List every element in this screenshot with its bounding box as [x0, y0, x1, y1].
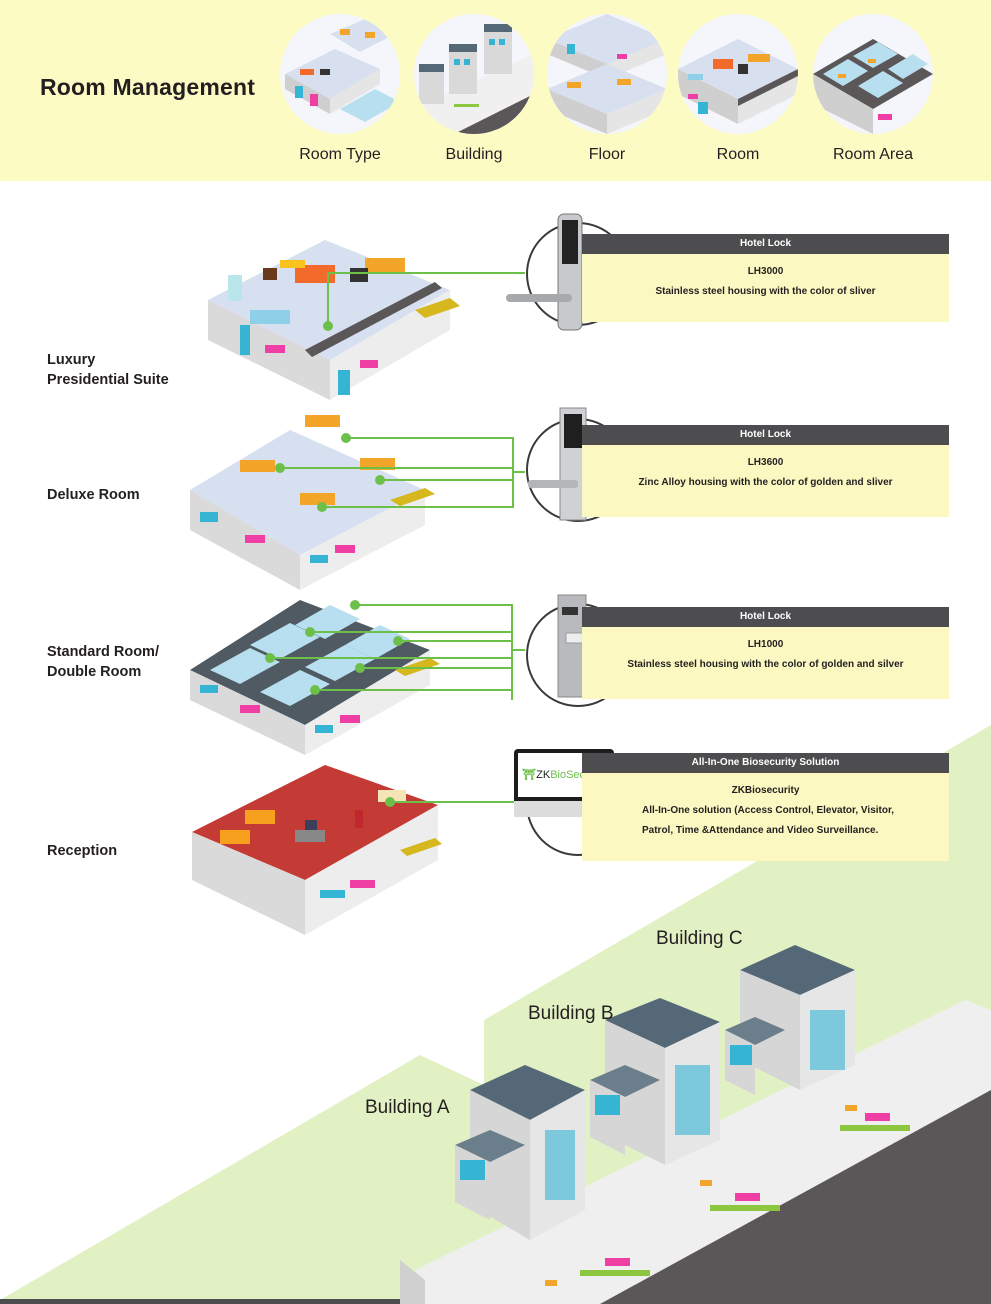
card-heading: All-In-One Biosecurity Solution: [582, 753, 949, 773]
building-c: [725, 945, 855, 1095]
floor-illustration[interactable]: [547, 14, 667, 134]
product-model: LH1000: [747, 639, 784, 650]
deluxe-floor-block: [190, 415, 435, 590]
product-card-lh3600: Hotel Lock LH3600 Zinc Alloy housing wit…: [582, 425, 949, 517]
page-title: Room Management: [40, 74, 256, 100]
building-a: [455, 1065, 585, 1240]
floor-label-line: Double Room: [47, 664, 142, 680]
floor-label-line: Reception: [47, 843, 118, 859]
building-illustration[interactable]: [414, 14, 534, 134]
floor-label-line: Luxury: [47, 352, 96, 368]
card-body: LH3600 Zinc Alloy housing with the color…: [582, 445, 949, 517]
floor-label-deluxe: Deluxe Room: [47, 485, 140, 505]
floor-label-line: Deluxe Room: [47, 487, 140, 503]
floor-label-line: Standard Room/: [47, 644, 159, 660]
room-illustration[interactable]: [678, 14, 798, 134]
card-heading: Hotel Lock: [582, 607, 949, 627]
category-label-floor[interactable]: Floor: [588, 146, 626, 163]
floor-label-reception: Reception: [47, 841, 117, 861]
brand-prefix: ZK: [536, 769, 551, 781]
product-description: All-In-One solution (Access Control, Ele…: [642, 805, 895, 816]
floor-label-line: Presidential Suite: [47, 372, 169, 388]
floors-illustration: [190, 240, 525, 935]
card-heading: Hotel Lock: [582, 234, 949, 254]
product-description: Stainless steel housing with the color o…: [655, 286, 876, 297]
building-label-c: Building C: [656, 928, 743, 949]
product-card-lh1000: Hotel Lock LH1000 Stainless steel housin…: [582, 607, 949, 699]
category-label-building[interactable]: Building: [445, 146, 503, 163]
card-heading: Hotel Lock: [582, 425, 949, 445]
category-label-room-area[interactable]: Room Area: [832, 146, 914, 163]
product-model: LH3600: [747, 457, 784, 468]
product-model: ZKBiosecurity: [731, 785, 800, 796]
room-type-illustration[interactable]: [280, 14, 400, 134]
product-description: Zinc Alloy housing with the color of gol…: [638, 477, 893, 488]
product-card-zkbiosecurity: All-In-One Biosecurity Solution ZKBiosec…: [582, 753, 949, 861]
category-label-room-type[interactable]: Room Type: [299, 146, 381, 163]
product-model: LH3000: [747, 266, 784, 277]
product-description: Stainless steel housing with the color o…: [627, 659, 904, 670]
reception-floor-block: [192, 765, 442, 935]
shield-icon: ⛩: [522, 769, 537, 781]
building-b: [590, 998, 720, 1165]
card-body: LH3000 Stainless steel housing with the …: [582, 254, 949, 322]
product-card-lh3000: Hotel Lock LH3000 Stainless steel housin…: [582, 234, 949, 322]
building-label-b: Building B: [528, 1003, 614, 1024]
floor-label-standard: Standard Room/ Double Room: [47, 642, 159, 682]
luxury-floor-block: [208, 240, 460, 400]
buildings-scene: [400, 945, 991, 1304]
card-body: LH1000 Stainless steel housing with the …: [582, 627, 949, 699]
card-body: ZKBiosecurity All-In-One solution (Acces…: [582, 773, 949, 861]
floor-label-luxury: Luxury Presidential Suite: [47, 350, 169, 390]
building-label-a: Building A: [365, 1097, 450, 1118]
product-description: Patrol, Time &Attendance and Video Surve…: [642, 825, 879, 836]
standard-floor-block: [190, 600, 440, 755]
room-area-illustration[interactable]: [813, 14, 933, 134]
category-label-room[interactable]: Room: [716, 146, 760, 163]
connector-lines: [270, 272, 525, 803]
